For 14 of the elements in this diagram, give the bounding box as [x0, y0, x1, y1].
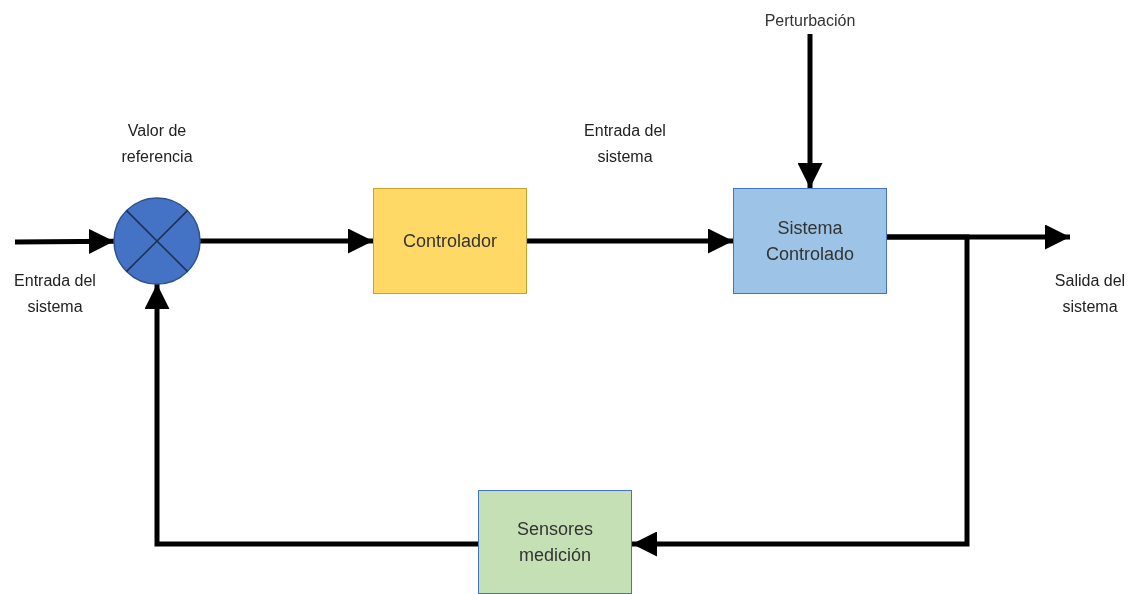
process-box: Sistema Controlado [733, 188, 887, 294]
process-box: Sensores medición [478, 490, 632, 594]
arrow [797, 34, 823, 188]
signal-label: Salida del sistema [1053, 271, 1127, 317]
process-box: Controlador [373, 188, 527, 294]
junction-label: Valor de referencia [120, 121, 194, 167]
arrow [200, 228, 373, 254]
edge-label: Entrada del sistema [583, 121, 667, 167]
arrow [527, 228, 733, 254]
signal-label: Entrada del sistema [13, 271, 97, 317]
signal-label: Perturbación [748, 8, 872, 34]
arrow [632, 234, 970, 557]
arrow [15, 229, 114, 254]
arrow [144, 284, 478, 547]
